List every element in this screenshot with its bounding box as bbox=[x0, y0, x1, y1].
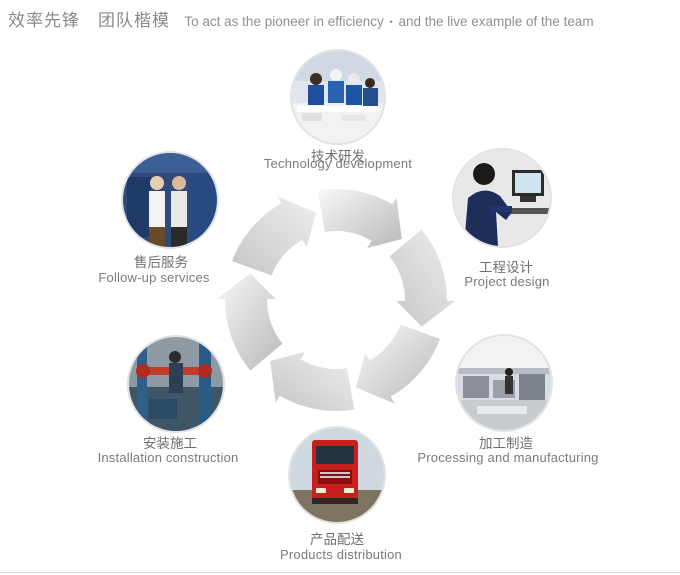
service-team-photo bbox=[123, 153, 217, 247]
cycle-arrow-2 bbox=[386, 226, 461, 330]
red-truck-photo bbox=[290, 428, 384, 522]
step-tech-en-label: Technology development bbox=[263, 156, 413, 171]
cycle-arrow-4 bbox=[268, 348, 357, 413]
cycle-arrow-5 bbox=[211, 270, 286, 374]
cycle-arrow-3 bbox=[353, 321, 443, 408]
step-service-en-label: Follow-up services bbox=[98, 270, 210, 285]
slogan-cn-part1: 效率先锋 bbox=[8, 11, 80, 31]
slogan-cn-part2: 团队楷模 bbox=[98, 11, 170, 31]
slogan-english: To act as the pioneer in efficiency • an… bbox=[184, 14, 593, 29]
step-service-cn-label: 售后服务 bbox=[134, 255, 188, 271]
step-tech-cn-label: 技术研发 bbox=[311, 149, 365, 165]
slogan-en-part1: To act as the pioneer in efficiency bbox=[184, 14, 384, 29]
step-installation-cn-label: 安装施工 bbox=[143, 436, 197, 452]
bottom-divider bbox=[0, 572, 680, 573]
step-processing-cn-label: 加工制造 bbox=[479, 436, 533, 452]
step-distribution-en-label: Products distribution bbox=[280, 547, 402, 562]
step-processing-en-label: Processing and manufacturing bbox=[417, 450, 599, 465]
slogan-chinese: 效率先锋团队楷模 bbox=[8, 11, 176, 31]
step-design-en-label: Project design bbox=[464, 274, 550, 289]
header-slogan: 效率先锋团队楷模 To act as the pioneer in effici… bbox=[8, 6, 594, 31]
engineers-meeting-photo bbox=[292, 51, 384, 143]
cycle-arrow-6 bbox=[229, 192, 319, 279]
computer-workstation-photo bbox=[454, 150, 550, 246]
slogan-en-part2: and the live example of the team bbox=[398, 14, 594, 29]
step-installation-en-label: Installation construction bbox=[97, 450, 239, 465]
slogan-separator: • bbox=[389, 17, 393, 28]
pipe-installation-photo bbox=[129, 337, 223, 431]
step-design-cn-label: 工程设计 bbox=[479, 260, 533, 276]
factory-floor-photo bbox=[457, 336, 551, 430]
cycle-arrow-1 bbox=[315, 187, 404, 252]
step-distribution-cn-label: 产品配送 bbox=[310, 532, 364, 548]
